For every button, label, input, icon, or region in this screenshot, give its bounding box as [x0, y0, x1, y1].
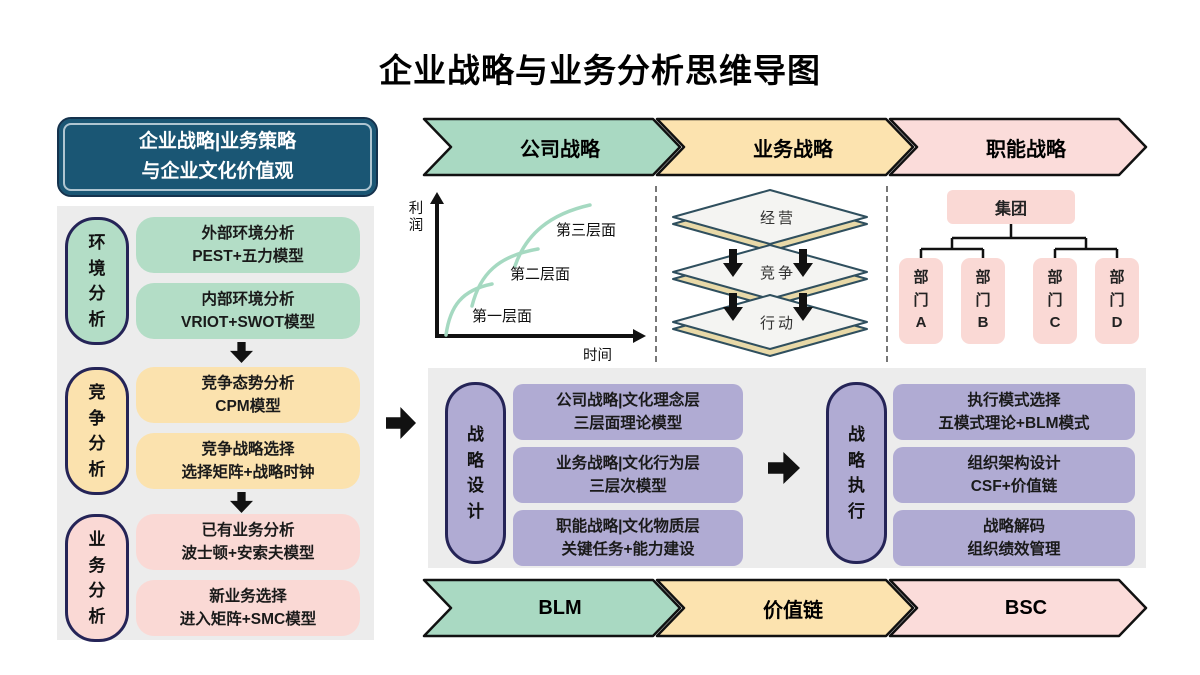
curve-label-horizon2: 第二层面: [510, 266, 571, 283]
card-competitive-posture: 竞争态势分析 CPM模型: [136, 367, 360, 423]
page-title: 企业战略与业务分析思维导图: [379, 52, 821, 89]
stacked-layers-diagram: 经营 竞争 行动: [672, 189, 868, 357]
card-line: 职能战略|文化物质层: [556, 517, 700, 535]
org-dept-a-label: 部门A: [913, 269, 929, 332]
banner-functional-strategy: 职能战略: [888, 117, 1148, 177]
pill-business-analysis: 业务分析: [65, 514, 129, 642]
pill-business-analysis-label: 业务分析: [88, 530, 106, 626]
pill-strategy-design: 战略设计: [445, 382, 506, 564]
banner-label: BLM: [538, 596, 582, 619]
layer-label-act: 行动: [760, 315, 796, 332]
card-competitive-strategy-choice: 竞争战略选择 选择矩阵+战略时钟: [136, 433, 360, 489]
card-line: 内部环境分析: [201, 290, 295, 308]
card-line: PEST+五力模型: [192, 248, 304, 265]
card-line: 已有业务分析: [201, 521, 295, 539]
banner-blm: BLM: [422, 578, 682, 638]
card-line: 竞争态势分析: [201, 374, 295, 392]
chevron-shape: [422, 578, 682, 638]
pill-strategy-design-label: 战略设计: [466, 425, 484, 521]
layer-label-compete: 竞争: [760, 264, 796, 282]
banner-corporate-strategy: 公司战略: [422, 117, 682, 177]
banner-value-chain: 价值链: [655, 578, 915, 638]
left-header-line1: 企业战略|业务策略: [138, 130, 297, 152]
chevron-shape: [888, 578, 1148, 638]
card-line: 新业务选择: [209, 587, 287, 605]
card-line: 外部环境分析: [201, 224, 295, 242]
org-dept-a: 部门A: [899, 258, 943, 344]
card-line: 三层次模型: [589, 478, 667, 495]
card-strategy-decoding: 战略解码 组织绩效管理: [893, 510, 1135, 566]
curve-label-horizon1: 第一层面: [472, 308, 533, 325]
down-arrow-icon: [723, 293, 743, 321]
banner-label: BSC: [1004, 596, 1048, 619]
card-new-business: 新业务选择 进入矩阵+SMC模型: [136, 580, 360, 636]
org-dept-b: 部门B: [961, 258, 1005, 344]
card-line: 选择矩阵+战略时钟: [181, 464, 315, 481]
down-arrow-icon: [793, 249, 813, 277]
org-dept-d: 部门D: [1095, 258, 1139, 344]
pill-strategy-execution-label: 战略执行: [847, 425, 865, 521]
curve-label-horizon3: 第三层面: [556, 222, 617, 239]
pill-environment-analysis: 环境分析: [65, 217, 129, 345]
org-chart-connectors: [919, 224, 1119, 258]
card-internal-environment: 内部环境分析 VRIOT+SWOT模型: [136, 283, 360, 339]
card-line: VRIOT+SWOT模型: [181, 314, 315, 331]
card-line: 业务战略|文化行为层: [556, 454, 700, 472]
chevron-shape: [422, 117, 682, 177]
chart-x-axis-label: 时间: [583, 348, 612, 364]
banner-business-strategy: 业务战略: [655, 117, 915, 177]
down-arrow-icon: [793, 293, 813, 321]
left-header-line2: 与企业文化价值观: [141, 161, 294, 182]
layer-label-operate: 经营: [760, 210, 796, 227]
chevron-shape: [655, 117, 915, 177]
org-root-label: 集团: [994, 201, 1027, 218]
card-existing-business: 已有业务分析 波士顿+安索夫模型: [136, 514, 360, 570]
card-line: 波士顿+安索夫模型: [181, 545, 315, 562]
card-business-culture-behavior: 业务战略|文化行为层 三层次模型: [513, 447, 743, 503]
pill-competition-analysis: 竞争分析: [65, 367, 129, 495]
left-header-box: 企业战略|业务策略 与企业文化价值观: [57, 117, 378, 197]
banner-label: 职能战略: [986, 138, 1066, 161]
org-dept-b-label: 部门B: [975, 269, 991, 332]
card-line: CPM模型: [215, 398, 281, 415]
right-arrow-icon: [386, 407, 416, 439]
card-line: 关键任务+能力建设: [561, 541, 695, 558]
pill-competition-analysis-label: 竞争分析: [88, 383, 106, 479]
card-functional-culture-material: 职能战略|文化物质层 关键任务+能力建设: [513, 510, 743, 566]
banner-label: 价值链: [763, 599, 823, 622]
pill-environment-analysis-label: 环境分析: [88, 233, 106, 329]
banner-label: 公司战略: [520, 138, 600, 161]
org-dept-d-label: 部门D: [1109, 269, 1125, 332]
org-dept-c-label: 部门C: [1047, 269, 1063, 332]
card-line: 组织架构设计: [967, 454, 1061, 472]
card-line: 进入矩阵+SMC模型: [179, 611, 317, 628]
banner-label: 业务战略: [753, 138, 833, 161]
down-arrow-icon: [723, 249, 743, 277]
org-dept-c: 部门C: [1033, 258, 1077, 344]
dashed-divider: [655, 186, 657, 362]
card-org-structure-design: 组织架构设计 CSF+价值链: [893, 447, 1135, 503]
card-line: 执行模式选择: [967, 391, 1061, 409]
card-line: CSF+价值链: [970, 478, 1058, 495]
card-line: 战略解码: [982, 517, 1045, 535]
org-chart: 集团 部门A 部门B 部门C 部门D: [895, 186, 1147, 348]
pill-strategy-execution: 战略执行: [826, 382, 887, 564]
chevron-shape: [888, 117, 1148, 177]
banner-bsc: BSC: [888, 578, 1148, 638]
card-line: 三层面理论模型: [573, 415, 683, 432]
card-line: 组织绩效管理: [967, 541, 1061, 558]
card-external-environment: 外部环境分析 PEST+五力模型: [136, 217, 360, 273]
dashed-divider: [886, 186, 888, 362]
chart-y-axis-label: 利润: [408, 201, 424, 234]
card-execution-mode: 执行模式选择 五模式理论+BLM模式: [893, 384, 1135, 440]
card-line: 竞争战略选择: [201, 440, 295, 458]
three-horizons-chart: [430, 192, 646, 343]
chevron-shape: [655, 578, 915, 638]
card-line: 公司战略|文化理念层: [556, 391, 700, 409]
card-corporate-culture-idea: 公司战略|文化理念层 三层面理论模型: [513, 384, 743, 440]
card-line: 五模式理论+BLM模式: [938, 415, 1090, 432]
org-root-box: 集团: [947, 190, 1075, 224]
